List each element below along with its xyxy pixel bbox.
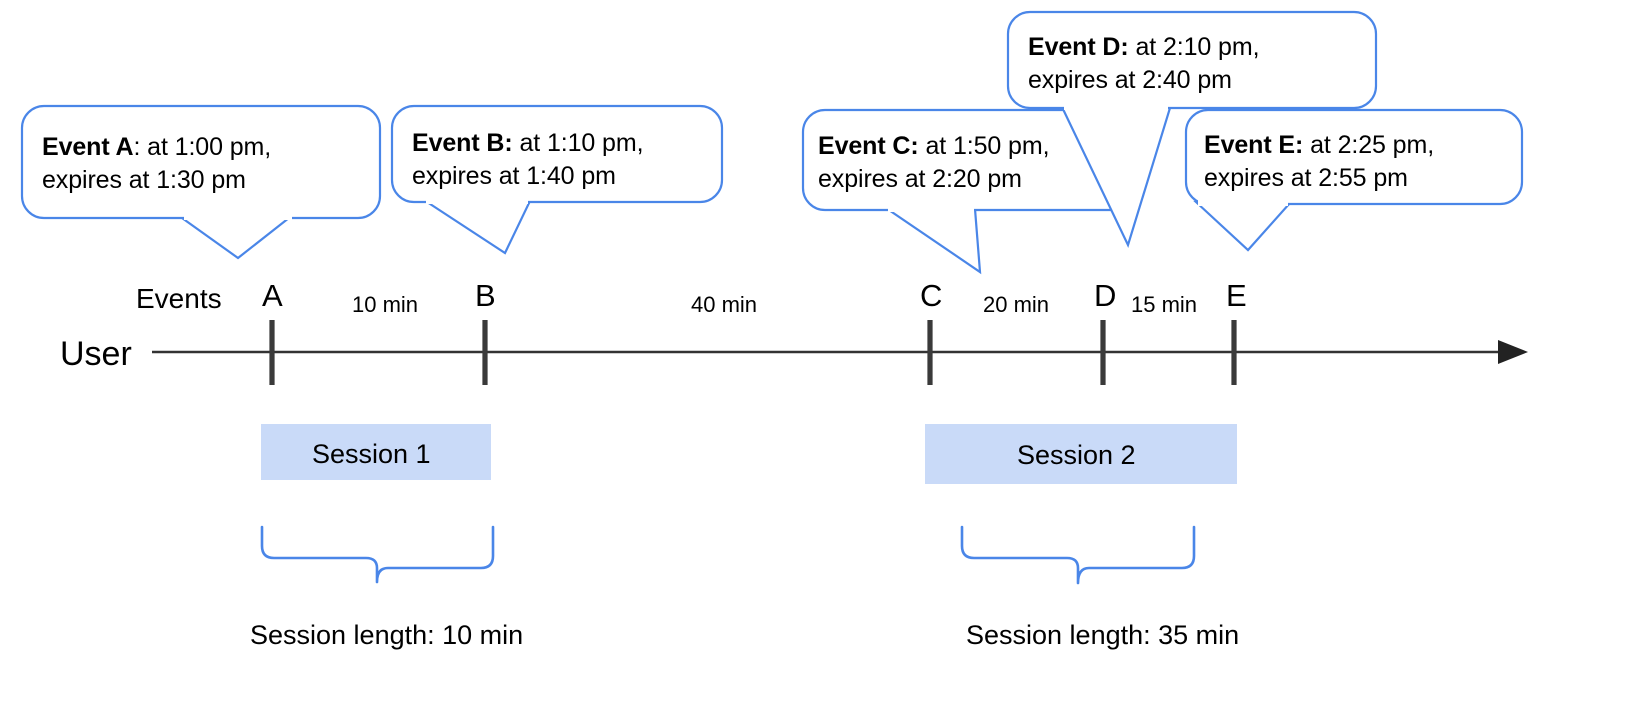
callout-c-title: Event C:: [818, 132, 919, 160]
gap-label-d-e: 15 min: [1131, 292, 1198, 317]
callout-a-title: Event A: [42, 133, 134, 161]
session-length-caption-1: Session length: 10 min: [250, 620, 524, 650]
callout-c-line1: at 1:50 pm,: [918, 132, 1050, 160]
lane-label-user: User: [60, 335, 132, 373]
callout-e-line2: expires at 2:55 pm: [1204, 163, 1408, 192]
callout-c-text: Event C: at 1:50 pm, expires at 2:20 pm: [818, 130, 1050, 195]
session-brace-1: [260, 525, 495, 584]
session-brace-2: [960, 525, 1196, 585]
callout-d: [1006, 10, 1378, 249]
event-ticks: [269, 320, 1237, 385]
session-bar-1-label: Session 1: [312, 439, 431, 469]
gap-label-a-b: 10 min: [352, 292, 419, 317]
callout-d-line1: at 2:10 pm,: [1128, 33, 1260, 61]
callout-c-line2: expires at 2:20 pm: [818, 164, 1022, 193]
event-marker-label-b: B: [475, 278, 496, 313]
callout-a-line2: expires at 1:30 pm: [42, 165, 246, 194]
callout-e-line1: at 2:25 pm,: [1303, 131, 1435, 159]
callout-d-title: Event D:: [1028, 33, 1129, 61]
event-marker-label-e: E: [1226, 278, 1247, 313]
gap-label-b-c: 40 min: [691, 292, 758, 317]
callout-b-title: Event B:: [412, 129, 513, 157]
callout-b-line2: expires at 1:40 pm: [412, 161, 616, 190]
session-bar-1: [261, 424, 491, 480]
callout-a: [20, 104, 382, 260]
callout-e: [1184, 108, 1524, 252]
event-marker-label-d: D: [1094, 278, 1117, 313]
event-marker-label-a: A: [262, 278, 283, 313]
session-bar-2: [925, 424, 1237, 484]
gap-label-c-d: 20 min: [983, 292, 1050, 317]
callout-a-line1: at 1:00 pm,: [140, 133, 272, 161]
callout-e-title: Event E:: [1204, 131, 1304, 159]
session-bar-2-label: Session 2: [1017, 440, 1136, 470]
callout-d-line2: expires at 2:40 pm: [1028, 65, 1232, 94]
callout-c: [801, 108, 1137, 275]
event-marker-label-c: C: [920, 278, 943, 313]
callout-b: [390, 104, 724, 255]
callout-a-text: Event A: at 1:00 pm, expires at 1:30 pm: [42, 131, 271, 196]
callout-b-text: Event B: at 1:10 pm, expires at 1:40 pm: [412, 127, 644, 192]
callout-a-sep: :: [133, 133, 141, 161]
callout-e-text: Event E: at 2:25 pm, expires at 2:55 pm: [1204, 129, 1434, 194]
events-row-label: Events: [136, 283, 222, 314]
callout-b-line1: at 1:10 pm,: [512, 129, 644, 157]
session-length-caption-2: Session length: 35 min: [966, 620, 1240, 650]
timeline-axis: [152, 340, 1528, 364]
callout-d-text: Event D: at 2:10 pm, expires at 2:40 pm: [1028, 31, 1260, 96]
